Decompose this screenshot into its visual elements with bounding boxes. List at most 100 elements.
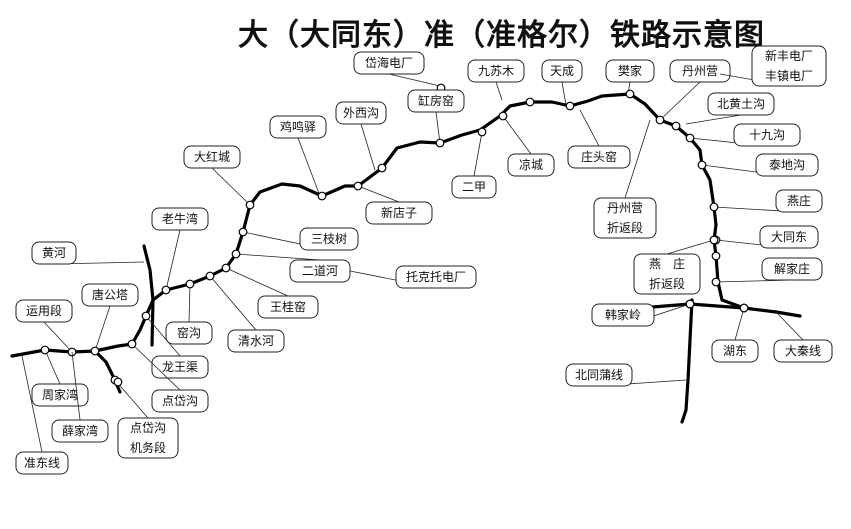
station-label-s16: 二甲: [451, 131, 497, 199]
station-name: 薛家湾: [62, 423, 98, 438]
leader-line: [114, 379, 149, 419]
station-name: 解家庄: [774, 261, 810, 276]
label-box: [507, 153, 555, 177]
label-box: [567, 145, 631, 169]
station-label-s11: 十九沟: [689, 123, 801, 147]
station-node-s39: [127, 339, 137, 349]
station-node-s28: [90, 346, 100, 356]
label-box: [15, 451, 69, 475]
station-name: 托克托电厂: [406, 270, 466, 284]
station-label-s33: 清水河: [209, 275, 285, 353]
station-name: 二甲: [462, 180, 486, 194]
station-name: 折返段: [607, 220, 643, 235]
station-label-s21: 三枝树: [242, 227, 359, 251]
leader-line: [188, 283, 191, 323]
label-box: [269, 115, 327, 139]
label-box: [711, 339, 759, 363]
station-node-s16: [477, 127, 487, 137]
label-box: [761, 257, 823, 281]
junction-node: [711, 251, 721, 261]
main-railway-line: [10, 92, 802, 358]
station-name: 点岱沟: [162, 394, 198, 408]
station-name: 王桂窑: [270, 299, 306, 314]
leader-line: [388, 73, 441, 87]
station-name: 庄头窑: [581, 149, 617, 164]
huanghe-line: [142, 244, 155, 347]
station-name: 大秦线: [785, 344, 821, 358]
station-name: 燕庄: [787, 193, 811, 208]
station-name: 外西沟: [343, 106, 379, 120]
label-box: [707, 92, 775, 116]
station-name: 唐公塔: [92, 287, 128, 302]
leader-line: [145, 315, 181, 357]
station-label-s28: 唐公塔: [81, 283, 139, 352]
station-name: 十九沟: [749, 128, 785, 142]
station-node-s20: [161, 285, 171, 295]
station-label-s12: 大红城: [183, 145, 251, 206]
station-name: 丹州营: [682, 64, 718, 78]
station-node-s26: [231, 249, 241, 259]
station-label-s35: 大秦线: [773, 311, 833, 363]
label-box: [183, 145, 241, 169]
station-label-s25: 解家庄: [715, 257, 823, 283]
label-box: [299, 227, 359, 251]
station-name: 韩家岭: [605, 307, 641, 322]
station-label-s42: 准东线: [15, 355, 69, 475]
station-label-s38: 周家湾: [31, 349, 89, 407]
station-name: 新丰电厂: [765, 48, 813, 63]
station-node-s10: [317, 191, 327, 201]
station-name: 岱海电厂: [365, 55, 413, 70]
station-label-s22: 大同东: [715, 225, 819, 249]
label-box: [151, 207, 209, 231]
station-node-s4: [625, 89, 635, 99]
station-label-s2: 九苏木: [467, 59, 525, 101]
label-box: [669, 59, 731, 83]
station-label-s18: 燕庄: [713, 189, 823, 213]
leader-line: [502, 115, 532, 155]
label-box: [81, 283, 139, 307]
label-box: [31, 383, 89, 407]
label-box: [759, 225, 819, 249]
leader-line: [360, 123, 376, 171]
station-name: 点岱沟: [130, 421, 166, 435]
label-box: [165, 321, 213, 345]
station-node-s32: [185, 279, 195, 289]
label-box: [227, 329, 285, 353]
label-box: [151, 389, 209, 413]
leader-line: [297, 137, 321, 197]
station-label-s27: 托克托电厂: [349, 265, 477, 289]
label-box: [365, 201, 433, 225]
station-node-s18: [709, 202, 719, 212]
label-box: [335, 101, 387, 125]
label-box: [451, 175, 497, 199]
station-node-s12: [245, 200, 255, 210]
label-box: [407, 89, 465, 113]
beitongpu-line: [680, 298, 694, 424]
leader-line: [473, 131, 483, 177]
station-name: 周家湾: [42, 387, 78, 402]
station-label-s23: 黄河: [31, 241, 145, 265]
station-name: 北同蒲线: [575, 368, 623, 382]
leader-line: [666, 239, 715, 255]
station-node-s38: [40, 345, 50, 355]
leader-line: [435, 111, 441, 144]
station-name: 新店子: [381, 205, 417, 220]
station-label-s36: 龙王渠: [145, 315, 209, 379]
leader-line: [209, 275, 257, 331]
station-node-s17: [353, 181, 363, 191]
station-label-s13: 泰地沟: [701, 153, 819, 177]
station-name: 凉城: [519, 157, 543, 172]
station-label-s37: 北同蒲线: [565, 363, 687, 387]
leader-line: [495, 81, 503, 101]
junction-node: [671, 121, 681, 131]
station-name: 准东线: [24, 456, 60, 470]
station-label-s14: 凉城: [502, 115, 555, 177]
station-label-s30: 王桂窑: [225, 267, 319, 319]
label-box: [151, 355, 209, 379]
station-name: 九苏木: [478, 64, 514, 78]
station-label-s34: 湖东: [711, 307, 759, 363]
station-label-s39: 点岱沟: [131, 343, 209, 413]
